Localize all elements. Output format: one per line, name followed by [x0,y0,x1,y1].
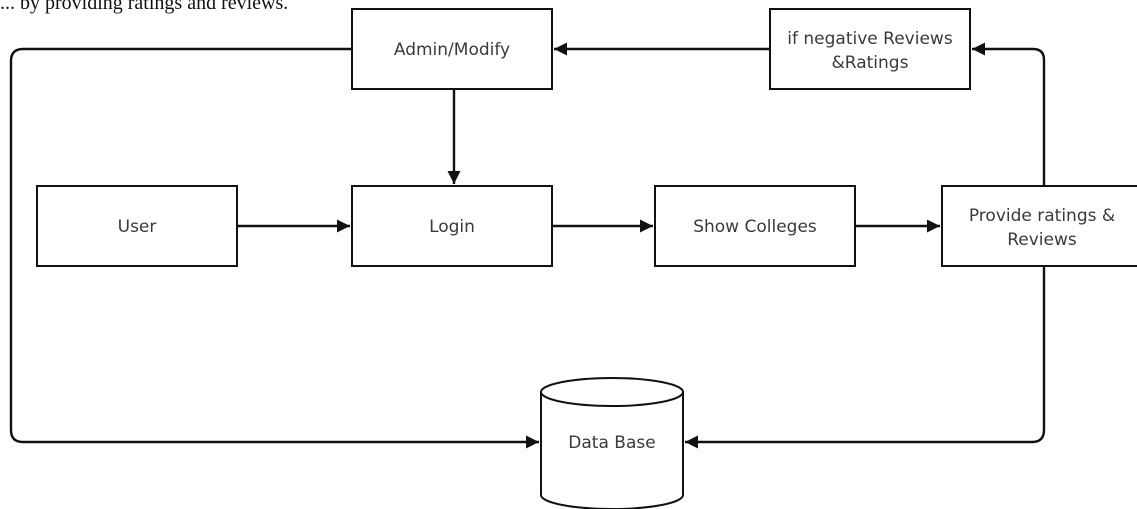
provide-ratings-label-line1: Provide ratings & [969,206,1115,226]
database-label: Data Base [568,433,655,453]
header-cropped-text: ... by providing ratings and reviews. [0,0,289,14]
login-label: Login [429,217,475,237]
user-box [36,185,238,267]
arrow-provide-to-database [685,266,1046,449]
admin-modify-label: Admin/Modify [394,40,510,60]
arrow-provide-to-negative [972,42,1046,186]
user-label: User [118,217,157,237]
admin-modify-box [351,8,553,90]
provide-ratings-label-line2: Reviews [1007,230,1077,250]
show-colleges-label: Show Colleges [693,217,817,237]
negative-reviews-label-line1: if negative Reviews [787,29,953,49]
negative-reviews-box [769,8,971,90]
database-cylinder [540,377,684,509]
negative-reviews-label-line2: &Ratings [832,53,909,73]
provide-ratings-box [941,185,1137,267]
arrow-admin-to-database [9,47,539,449]
